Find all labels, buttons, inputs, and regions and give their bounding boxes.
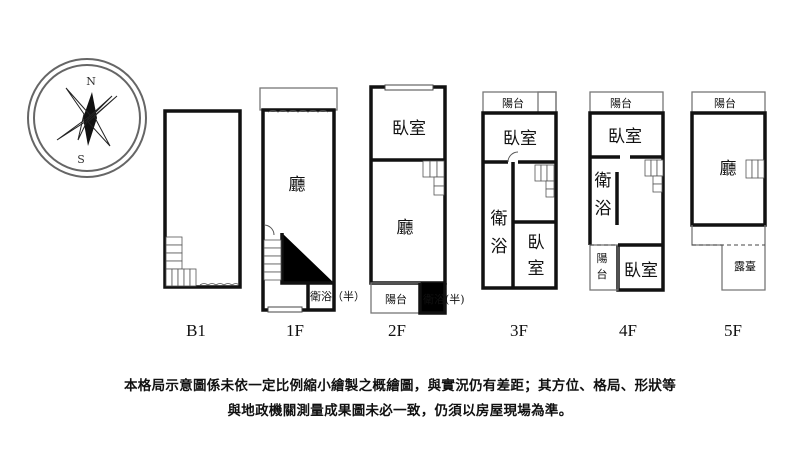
- room-label-bath-1: 衛: [491, 209, 508, 229]
- stairs-icon: [745, 159, 765, 179]
- floor-plan-5f: 陽台 廳 露臺 5F: [690, 91, 767, 340]
- room-label-balcony-2b: 台: [597, 267, 608, 281]
- stairs-icon: [165, 236, 197, 287]
- stairs-icon: [644, 159, 664, 193]
- room-label-bedroom-2b: 室: [528, 259, 545, 279]
- compass-icon: N S: [27, 58, 147, 178]
- room-label-living-room: 廳: [289, 175, 306, 195]
- compass-north-label: N: [86, 75, 96, 88]
- room-label-living-room: 廳: [397, 218, 414, 238]
- floor-plan-b1: B1: [163, 109, 242, 340]
- stairs-icon: [534, 164, 555, 198]
- floor-label-3f: 3F: [510, 321, 528, 340]
- floor-label-b1: B1: [186, 321, 206, 340]
- room-label-balcony: 陽台: [502, 96, 524, 110]
- floor-label-2f: 2F: [388, 321, 406, 340]
- room-label-bath-2: 浴: [491, 237, 508, 257]
- floor-label-1f: 1F: [286, 321, 304, 340]
- room-label-balcony-2a: 陽: [597, 252, 608, 265]
- room-label-bedroom-2: 臥室: [624, 261, 658, 281]
- floor-plan-1f: 廳 衛浴（半） 1F: [259, 87, 365, 340]
- room-label-half-bath: 衛浴(半): [423, 292, 465, 306]
- disclaimer-line-2: 與地政機關測量成果圖未必一致，仍須以房屋現場為準。: [227, 403, 573, 419]
- room-label-bath-2: 浴: [595, 199, 612, 219]
- room-label-bedroom-2a: 臥: [528, 233, 545, 253]
- floor-plan-4f: 陽台 臥室 衛 浴 陽 台 臥室 4F: [588, 91, 665, 340]
- room-label-bedroom: 臥室: [392, 119, 426, 139]
- floor-label-5f: 5F: [724, 321, 742, 340]
- room-label-balcony: 陽台: [385, 292, 407, 306]
- disclaimer-line-1: 本格局示意圖係未依一定比例縮小繪製之概繪圖，與實況仍有差距；其方位、格局、形狀等: [124, 378, 676, 394]
- room-label-living-room: 廳: [720, 159, 737, 179]
- room-label-bedroom: 臥室: [608, 127, 642, 147]
- room-label-bedroom: 臥室: [503, 129, 537, 149]
- room-label-balcony: 陽台: [610, 96, 632, 110]
- room-label-half-bath: 衛浴（半）: [310, 289, 365, 303]
- stairs-icon: [422, 160, 445, 196]
- room-label-bath-1: 衛: [595, 171, 612, 191]
- room-label-balcony: 陽台: [714, 96, 736, 110]
- floor-label-4f: 4F: [619, 321, 637, 340]
- compass-south-label: S: [77, 153, 85, 166]
- floor-plan-3f: 陽台 臥室 衛 浴 臥 室 3F: [481, 91, 558, 340]
- room-label-terrace: 露臺: [734, 259, 756, 273]
- stairs-icon: [263, 239, 282, 281]
- floor-plan-2f: 臥室 廳 陽台 衛浴(半) 2F: [369, 84, 465, 340]
